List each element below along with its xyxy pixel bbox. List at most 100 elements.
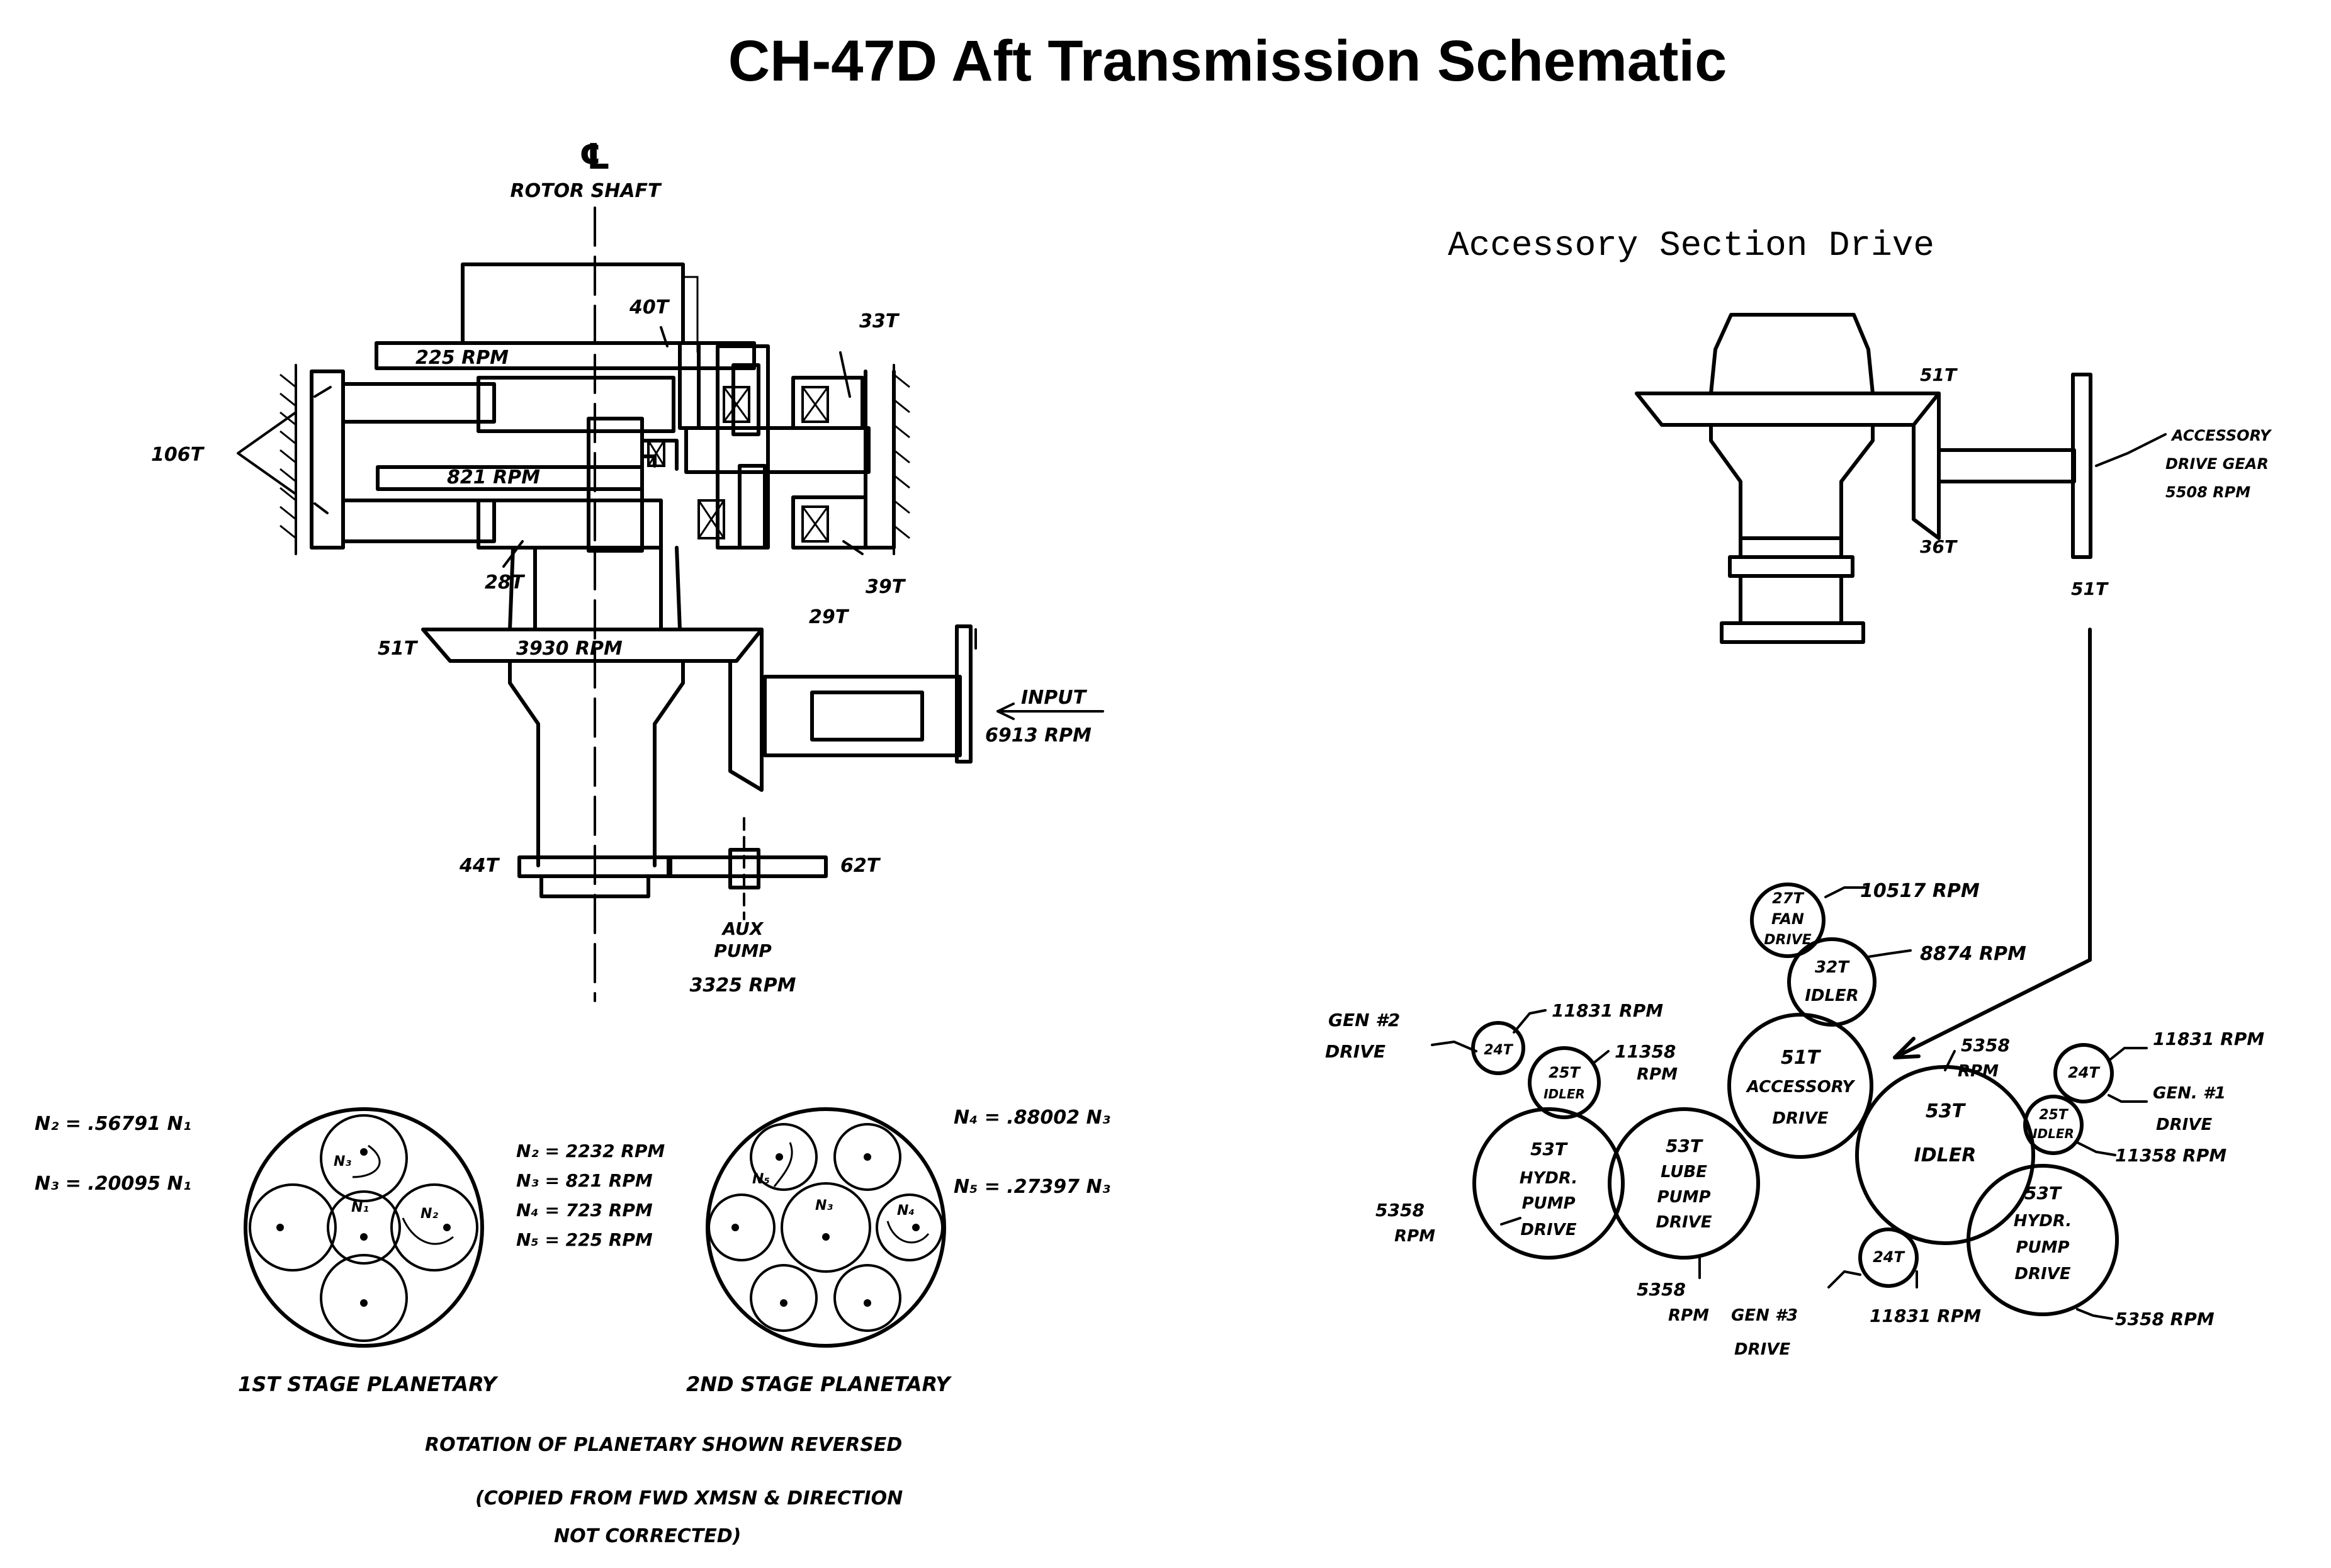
input-arrow xyxy=(996,702,1104,720)
idler32-rpm: 8874 RPM xyxy=(1920,943,2026,965)
106t-pointer xyxy=(237,411,297,495)
rpm-n2: N₂ = 2232 RPM xyxy=(516,1141,665,1161)
gear-62t xyxy=(667,855,828,878)
input-shaft xyxy=(763,675,962,757)
stage1-planet-left xyxy=(249,1183,337,1272)
upper-housing xyxy=(461,262,685,345)
idler25r-rpm: 11358 RPM xyxy=(2115,1145,2227,1166)
drive-shaft-upper xyxy=(684,426,871,474)
carrier-plate-225 xyxy=(375,341,756,370)
gear-33t-body xyxy=(791,376,864,430)
gear-33t-label: 33T xyxy=(859,310,900,332)
lube-pump-gear xyxy=(1608,1107,1760,1260)
eq-n5: N₅ = .27397 N₃ xyxy=(954,1176,1110,1198)
note-line-1: ROTATION OF PLANETARY SHOWN REVERSED xyxy=(425,1434,902,1456)
acc-upper-housing xyxy=(1709,313,1875,395)
note-line-3: NOT CORRECTED) xyxy=(554,1525,741,1547)
hydl-rpm-2: RPM xyxy=(1394,1227,1435,1246)
acc-drive-label-3: DRIVE xyxy=(1772,1109,1828,1128)
idler53-label-2: IDLER xyxy=(1914,1144,1977,1166)
main-transmission-labels: ℄ ROTOR SHAFT 106T 40T 33T 225 RPM 821 R… xyxy=(151,137,1092,996)
bearing-lower-right xyxy=(801,505,829,543)
stage1-sun xyxy=(327,1190,401,1265)
gear-51t-label: 51T xyxy=(378,638,419,660)
stage1-planet-bottom xyxy=(320,1254,408,1342)
stage2-caption: 2ND STAGE PLANETARY xyxy=(686,1372,952,1396)
hydr-rpm: 5358 RPM xyxy=(2115,1309,2215,1329)
stage2-n4: N₄ xyxy=(897,1203,915,1219)
stage2-planet-5 xyxy=(750,1264,818,1332)
gear-39t-label: 39T xyxy=(866,576,906,598)
fan-label-1: 27T xyxy=(1772,889,1804,907)
gen1-label-2: DRIVE xyxy=(2156,1115,2212,1134)
sun-gear-column xyxy=(587,417,644,553)
stage1-ring xyxy=(244,1107,484,1348)
gen3-24t: 24T xyxy=(1873,1248,1905,1266)
stage2-planet-1 xyxy=(750,1123,818,1191)
case-hatch-left xyxy=(279,364,297,555)
hydr-label-1: 53T xyxy=(2024,1183,2062,1204)
drive-gear-label-2: DRIVE GEAR xyxy=(2165,455,2269,473)
pinion-29t xyxy=(728,628,764,792)
fan-drive-gear xyxy=(1750,883,1826,958)
stage-1-planetary: N₃ N₁ N₂ xyxy=(244,1107,484,1348)
idler-53t-gear xyxy=(1855,1065,2035,1245)
page-title: CH-47D Aft Transmission Schematic xyxy=(728,29,1727,93)
accessory-labels: 51T 36T 51T ACCESSORY DRIVE GEAR 5508 RP… xyxy=(1325,364,2272,1359)
gen1-drive-gear xyxy=(2053,1043,2114,1103)
stage1-caption: 1ST STAGE PLANETARY xyxy=(238,1372,499,1396)
accessory-drive-gear xyxy=(1727,1013,1873,1159)
gear-39t-body xyxy=(791,495,867,550)
gear-44t-label: 44T xyxy=(459,855,500,877)
stage2-planet-3 xyxy=(708,1193,776,1261)
planet-upper-2 xyxy=(477,376,675,433)
acc-drive-label-1: 51T xyxy=(1781,1047,1822,1069)
aux-pump-hub xyxy=(728,848,760,889)
accessory-drive-drawing xyxy=(1635,313,2167,1059)
rpm-821-label: 821 RPM xyxy=(447,466,540,488)
bearing-lower-left xyxy=(697,499,725,539)
fan-label-3: DRIVE xyxy=(1764,932,1811,948)
planet-lower-2 xyxy=(477,499,663,550)
idler25l-label-2: IDLER xyxy=(1544,1086,1585,1102)
acc-drive-gear xyxy=(2071,373,2092,559)
note-line-2: (COPIED FROM FWD XMSN & DIRECTION xyxy=(475,1487,903,1509)
idler53-rpm-2: RPM xyxy=(1958,1062,1999,1081)
lower-housing xyxy=(508,659,685,867)
planet-upper-1 xyxy=(341,382,496,424)
aux-pump-rpm-label: 3325 RPM xyxy=(690,974,796,996)
stage1-n1: N₁ xyxy=(351,1200,369,1215)
input-rpm-label: 6913 RPM xyxy=(985,725,1092,747)
idler32-label-2: IDLER xyxy=(1805,986,1859,1005)
lube-label-2: LUBE xyxy=(1661,1163,1707,1182)
hydr-label-2: HYDR. xyxy=(2014,1212,2072,1231)
gear-40t-label: 40T xyxy=(629,296,670,319)
gen1-rpm: 11831 RPM xyxy=(2153,1029,2264,1049)
ring-gear-left xyxy=(310,369,345,550)
eq-n3: N₃ = .20095 N₁ xyxy=(35,1173,191,1195)
gen2-24t: 24T xyxy=(1484,1042,1514,1058)
gen2-rpm: 11831 RPM xyxy=(1552,1000,1663,1021)
stage2-planet-6 xyxy=(833,1264,901,1332)
rpm-n3: N₃ = 821 RPM xyxy=(516,1170,653,1191)
gen2-drive-gear xyxy=(1471,1021,1525,1075)
aux-pump-label-1: AUX xyxy=(721,918,764,939)
rpm-n5: N₅ = 225 RPM xyxy=(516,1229,653,1250)
acc-gear-51t-right: 51T xyxy=(2071,578,2109,599)
gen2-label-2: DRIVE xyxy=(1325,1041,1386,1062)
hydl-label-4: DRIVE xyxy=(1520,1221,1576,1239)
accessory-gear-circles xyxy=(1431,883,2148,1320)
lube-label-4: DRIVE xyxy=(1656,1213,1712,1232)
hydl-label-2: HYDR. xyxy=(1520,1169,1578,1188)
gen3-label-1: GEN #3 xyxy=(1731,1306,1798,1325)
fan-label-2: FAN xyxy=(1771,910,1804,928)
gen3-rpm: 11831 RPM xyxy=(1870,1306,1981,1326)
idler32-label-1: 32T xyxy=(1815,958,1850,977)
stage2-n3: N₃ xyxy=(815,1198,833,1214)
gen1-24t: 24T xyxy=(2068,1064,2100,1081)
acc-bevel-51t xyxy=(1635,392,1941,427)
planetary-labels: N₂ = .56791 N₁ N₃ = .20095 N₁ N₂ = 2232 … xyxy=(35,1107,1110,1547)
aux-pump-label-2: PUMP xyxy=(714,940,772,961)
gen3-drive-gear xyxy=(1858,1227,1919,1288)
